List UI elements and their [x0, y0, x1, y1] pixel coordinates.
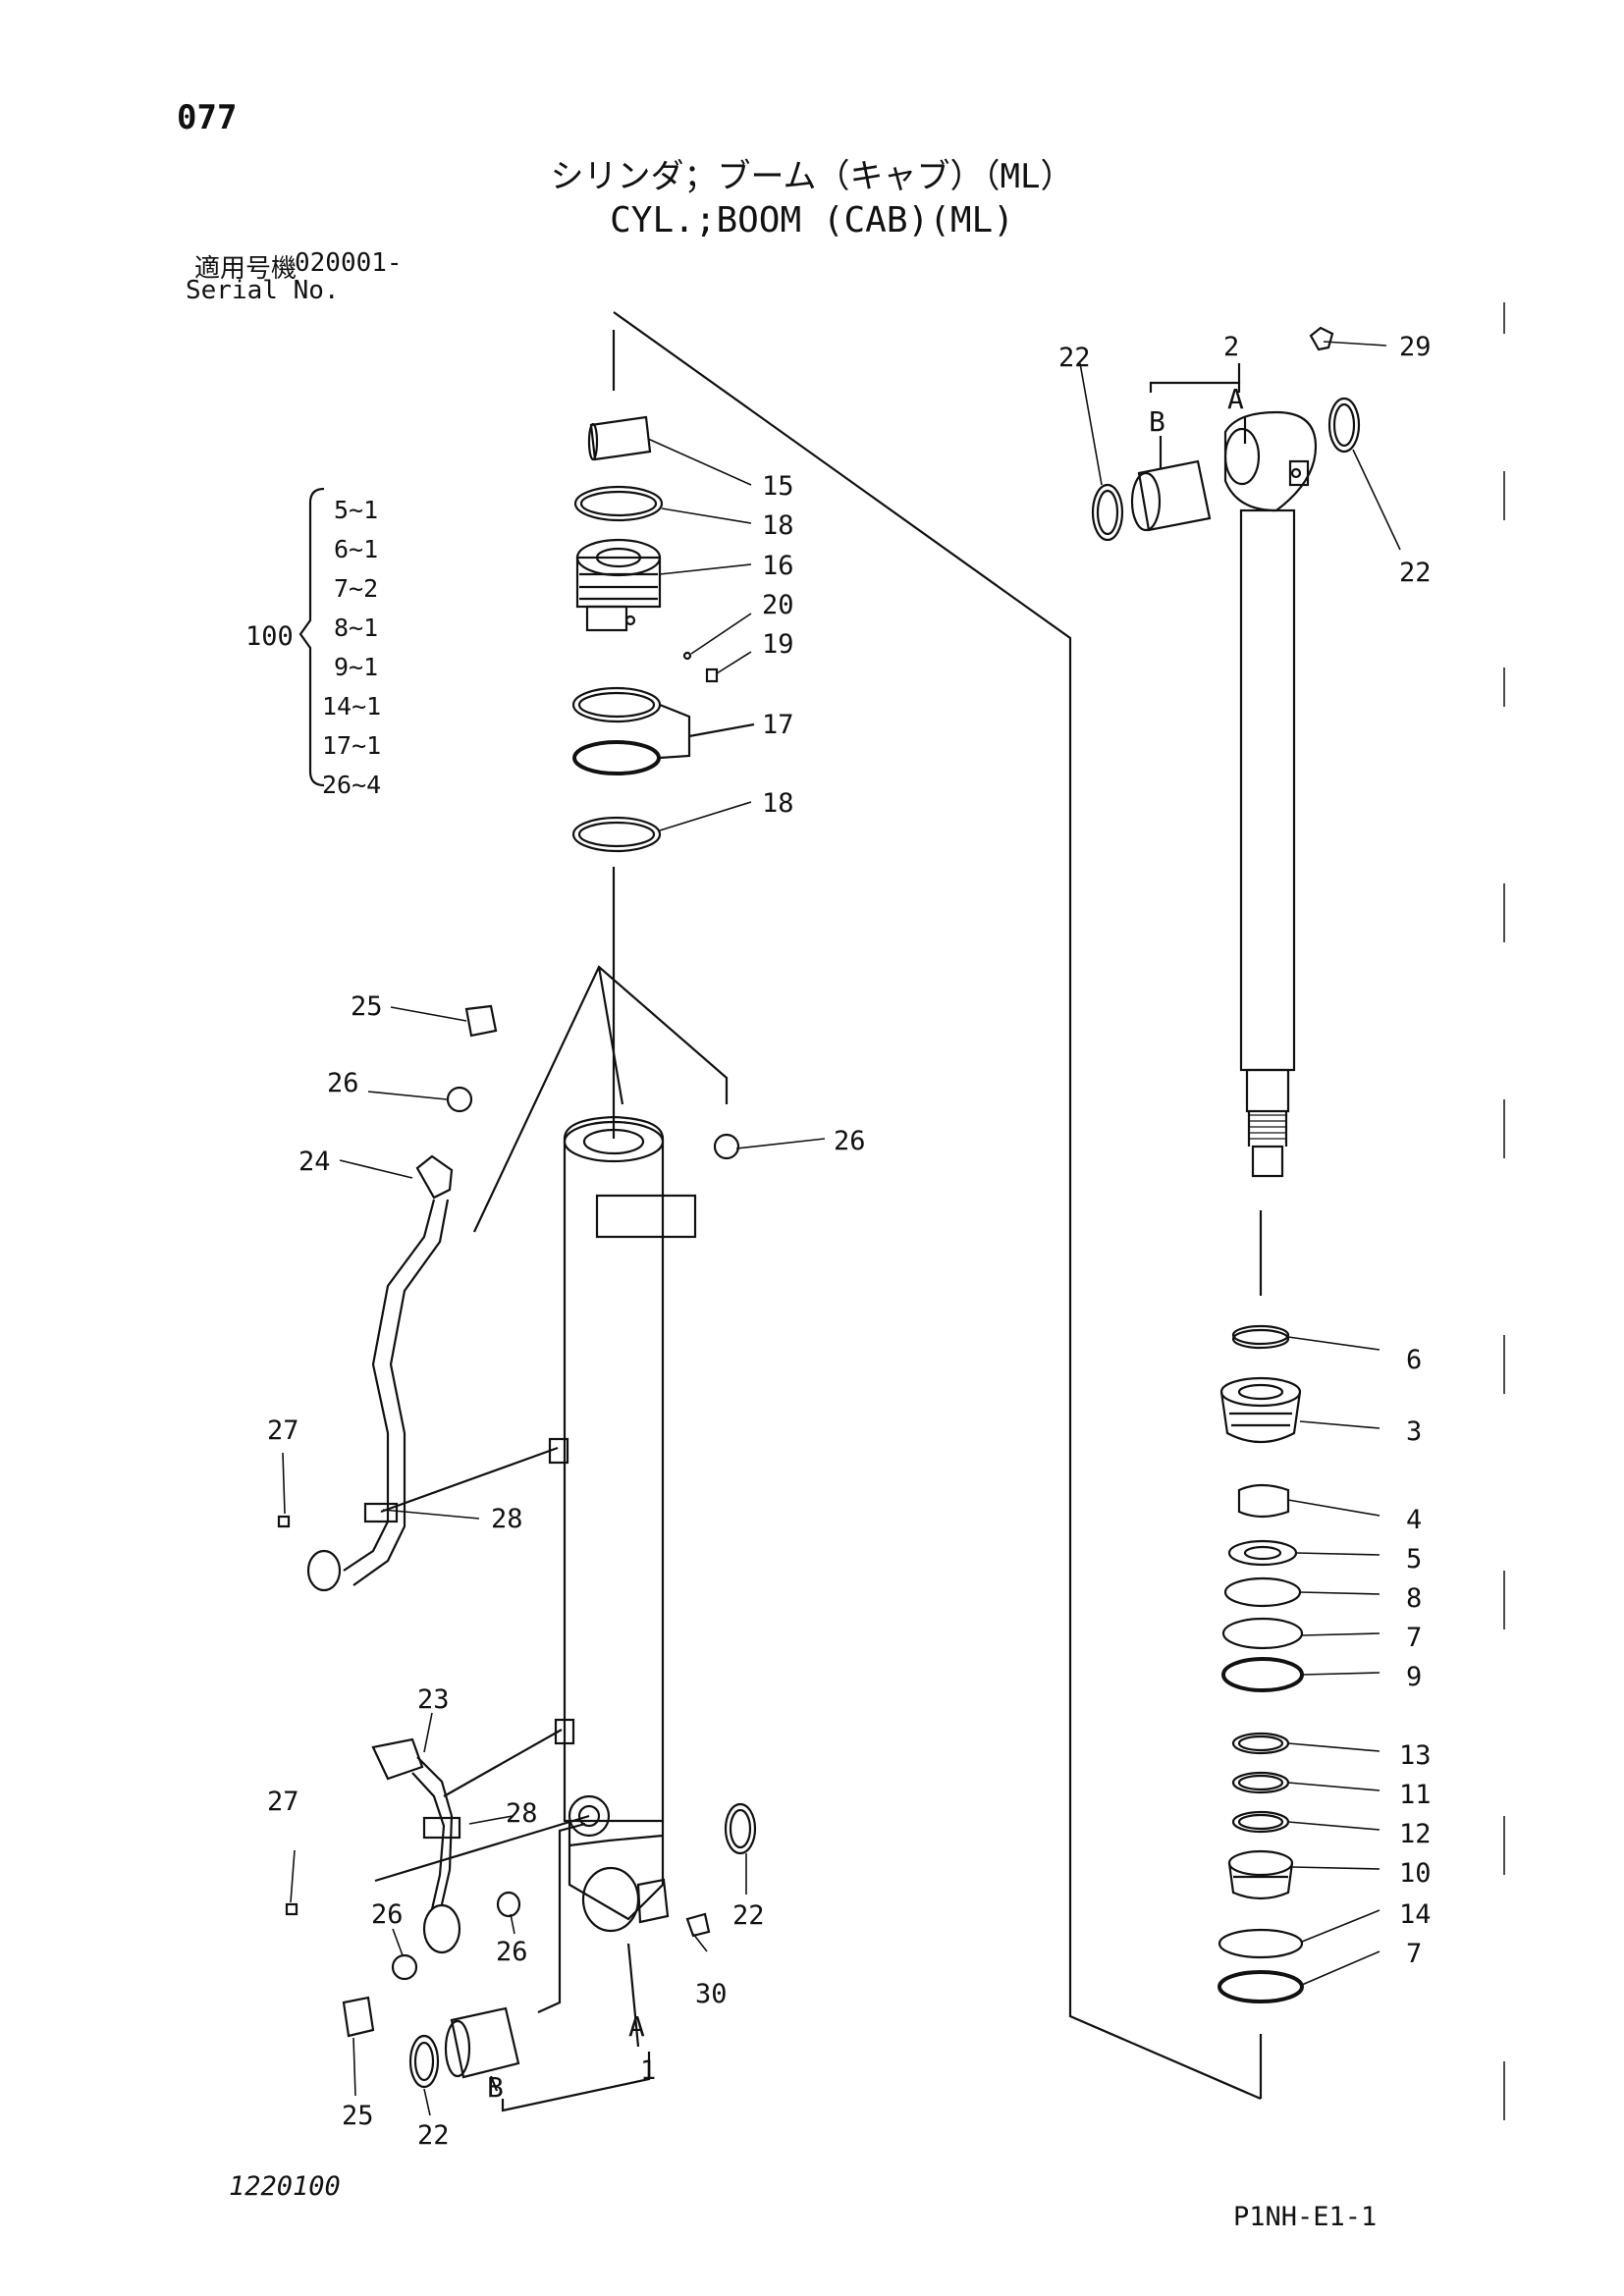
kit-item: 26~4 [322, 771, 382, 799]
callout-28: 28 [491, 1504, 523, 1534]
callout-30: 30 [695, 1979, 728, 2009]
callout-18: 18 [762, 788, 794, 819]
callout-9: 9 [1406, 1662, 1423, 1692]
callout-22: 22 [732, 1900, 765, 1931]
marker-a: A [628, 2010, 645, 2043]
serial-label-jp: 適用号機 [194, 254, 298, 284]
callout-26: 26 [327, 1068, 359, 1098]
callout-20: 20 [762, 590, 794, 620]
callout-25: 25 [342, 2101, 374, 2131]
callout-7: 7 [1406, 1939, 1423, 1969]
title-english: CYL.;BOOM (CAB)(ML) [610, 200, 1014, 240]
callout-5: 5 [1406, 1544, 1423, 1575]
callout-14: 14 [1399, 1899, 1432, 1930]
kit-item: 8~1 [334, 614, 379, 642]
marker-b: B [1149, 405, 1165, 438]
callout-7: 7 [1406, 1623, 1423, 1653]
page-number: 077 [177, 98, 238, 137]
kit-item: 5~1 [334, 496, 379, 524]
callout-13: 13 [1399, 1740, 1432, 1771]
callout-16: 16 [762, 551, 794, 581]
marker-a: A [1227, 383, 1244, 415]
callout-26: 26 [496, 1937, 528, 1967]
callout-27: 27 [267, 1787, 299, 1817]
kit-item: 17~1 [322, 731, 382, 760]
callout-18: 18 [762, 510, 794, 541]
callout-24: 24 [298, 1147, 331, 1177]
kit-item: 7~2 [334, 574, 379, 603]
serial-value: 020001- [295, 248, 403, 278]
callout-28: 28 [506, 1798, 538, 1829]
title-japanese: シリンダ；ブーム（キャブ）（ML） [550, 157, 1074, 196]
callout-27: 27 [267, 1415, 299, 1446]
serial-label-en: Serial No. [186, 276, 340, 305]
callout-8: 8 [1406, 1583, 1423, 1614]
sheet-code: P1NH-E1-1 [1233, 2202, 1378, 2232]
callout-12: 12 [1399, 1819, 1432, 1849]
callout-4: 4 [1406, 1505, 1423, 1535]
callout-22: 22 [1058, 343, 1091, 373]
kit-number: 100 [245, 621, 294, 652]
callout-6: 6 [1406, 1345, 1423, 1375]
callout-15: 15 [762, 471, 794, 502]
marker-b: B [487, 2071, 504, 2104]
callout-25: 25 [351, 991, 383, 1022]
callout-22: 22 [417, 2120, 450, 2151]
callout-19: 19 [762, 629, 794, 660]
callout-1: 1 [640, 2056, 657, 2086]
drawing-code: 1220100 [229, 2171, 341, 2202]
callout-29: 29 [1399, 332, 1432, 362]
kit-brace [298, 487, 325, 787]
callout-10: 10 [1399, 1858, 1432, 1889]
callout-17: 17 [762, 710, 794, 740]
callout-26: 26 [371, 1899, 404, 1930]
callout-3: 3 [1406, 1416, 1423, 1447]
kit-item: 14~1 [322, 692, 382, 721]
callout-22: 22 [1399, 558, 1432, 588]
kit-item: 6~1 [334, 535, 379, 563]
callout-26: 26 [834, 1126, 866, 1156]
callout-2: 2 [1223, 332, 1240, 362]
callout-23: 23 [417, 1684, 450, 1715]
callout-11: 11 [1399, 1780, 1432, 1810]
kit-item: 9~1 [334, 653, 379, 681]
